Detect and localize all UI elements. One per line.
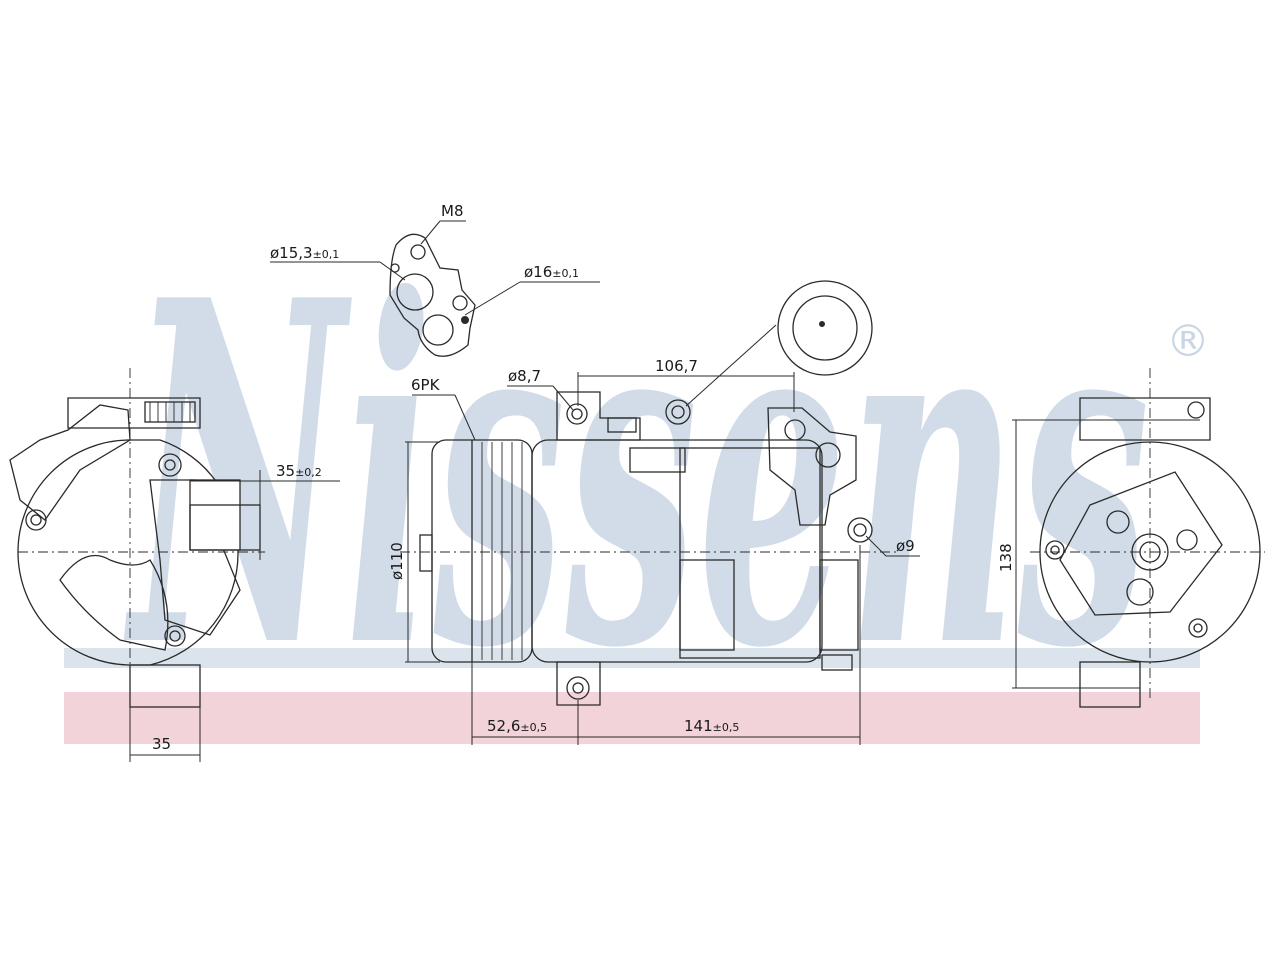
label-m8: M8 bbox=[441, 202, 464, 220]
label-6pk: 6PK bbox=[411, 376, 441, 394]
label-d9: ø9 bbox=[896, 537, 915, 555]
front-view: 106,7 ø8,7 6PK ø110 ø9 52,6±0,5 141±0,5 bbox=[388, 280, 920, 745]
label-d15: ø15,3±0,1 bbox=[270, 244, 339, 262]
right-end-view: 138 bbox=[997, 368, 1265, 708]
dim-52-6: 52,6±0,5 bbox=[487, 717, 547, 735]
watermark-blue-band bbox=[64, 648, 1200, 668]
dim-35-bottom: 35 bbox=[152, 735, 171, 753]
watermark-brand: Nissens bbox=[123, 199, 1150, 751]
left-side-view: 35 35±0,2 bbox=[9, 368, 340, 762]
dim-d110: ø110 bbox=[388, 542, 406, 580]
label-d16: ø16±0,1 bbox=[524, 263, 579, 281]
watermark-registered: ® bbox=[1166, 316, 1210, 367]
watermark-pink-band bbox=[64, 692, 1200, 744]
dim-35-side: 35±0,2 bbox=[276, 462, 322, 480]
dim-141: 141±0,5 bbox=[684, 717, 739, 735]
port-detail: M8 ø15,3±0,1 ø16±0,1 bbox=[270, 202, 600, 357]
watermark: Nissens ® bbox=[64, 199, 1210, 751]
dim-138: 138 bbox=[997, 543, 1015, 572]
label-d8-7: ø8,7 bbox=[508, 367, 541, 385]
dim-106-7: 106,7 bbox=[655, 357, 698, 375]
